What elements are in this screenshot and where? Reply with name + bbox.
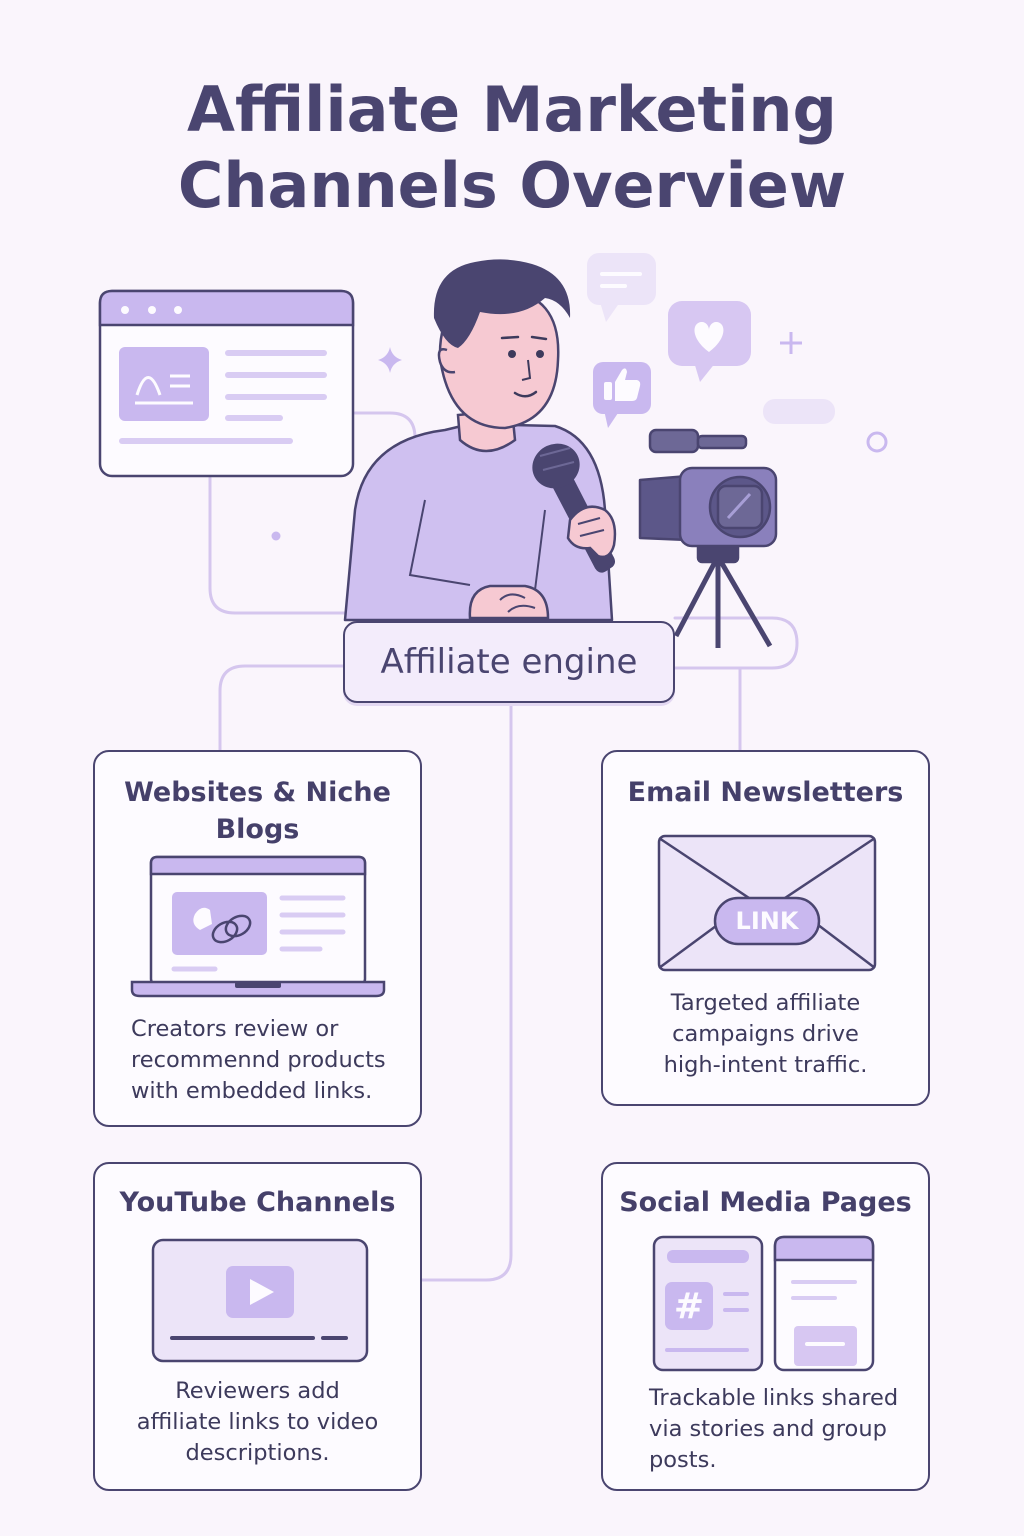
heart-bubble-icon: [668, 301, 751, 382]
svg-text:#: #: [674, 1286, 704, 1327]
title-line-2: Channels Overview: [177, 149, 847, 222]
card-email: Email Newsletters LINK Targeted affiliat…: [601, 750, 930, 1106]
title-line-1: Affiliate Marketing: [187, 73, 837, 146]
thumbs-up-bubble-icon: [593, 362, 651, 428]
connector-hub-to-websites: [218, 664, 347, 752]
card-email-title: Email Newsletters: [627, 777, 904, 808]
video-camera-icon: [638, 428, 778, 648]
card-youtube: YouTube Channels Reviewers add affiliate…: [93, 1162, 422, 1491]
presenter-illustration: [98, 253, 888, 648]
affiliate-engine-hub: Affiliate engine: [343, 621, 675, 703]
card-websites-title: Websites & Niche Blogs: [124, 777, 391, 845]
decoration-sparkles: [271, 332, 888, 541]
link-badge: LINK: [735, 907, 799, 935]
page-title: Affiliate Marketing Channels Overview: [0, 72, 1024, 224]
connector-camera-loop: [673, 616, 799, 670]
card-websites-desc: Creators review or recommennd products w…: [131, 1016, 386, 1104]
chat-bubble-icon: [587, 253, 656, 322]
card-social-title: Social Media Pages: [619, 1187, 912, 1218]
video-player-icon: [151, 1238, 369, 1363]
presenter-figure: [343, 259, 617, 622]
browser-window-icon: [98, 289, 355, 478]
card-social: Social Media Pages # Trackable links sha…: [601, 1162, 930, 1491]
card-youtube-desc: Reviewers add affiliate links to video d…: [136, 1378, 379, 1466]
card-email-desc: Targeted affiliate campaigns drive high-…: [663, 990, 868, 1078]
laptop-icon: [130, 855, 386, 998]
card-social-desc: Trackable links shared via stories and g…: [649, 1385, 899, 1473]
hashtag-post-icon: #: [652, 1235, 875, 1372]
card-websites: Websites & Niche Blogs Creators review o…: [93, 750, 422, 1127]
connector-browser-to-hub: [208, 476, 347, 615]
card-youtube-title: YouTube Channels: [119, 1187, 396, 1218]
envelope-icon: [657, 834, 877, 972]
connector-hub-to-youtube: [420, 702, 513, 1282]
